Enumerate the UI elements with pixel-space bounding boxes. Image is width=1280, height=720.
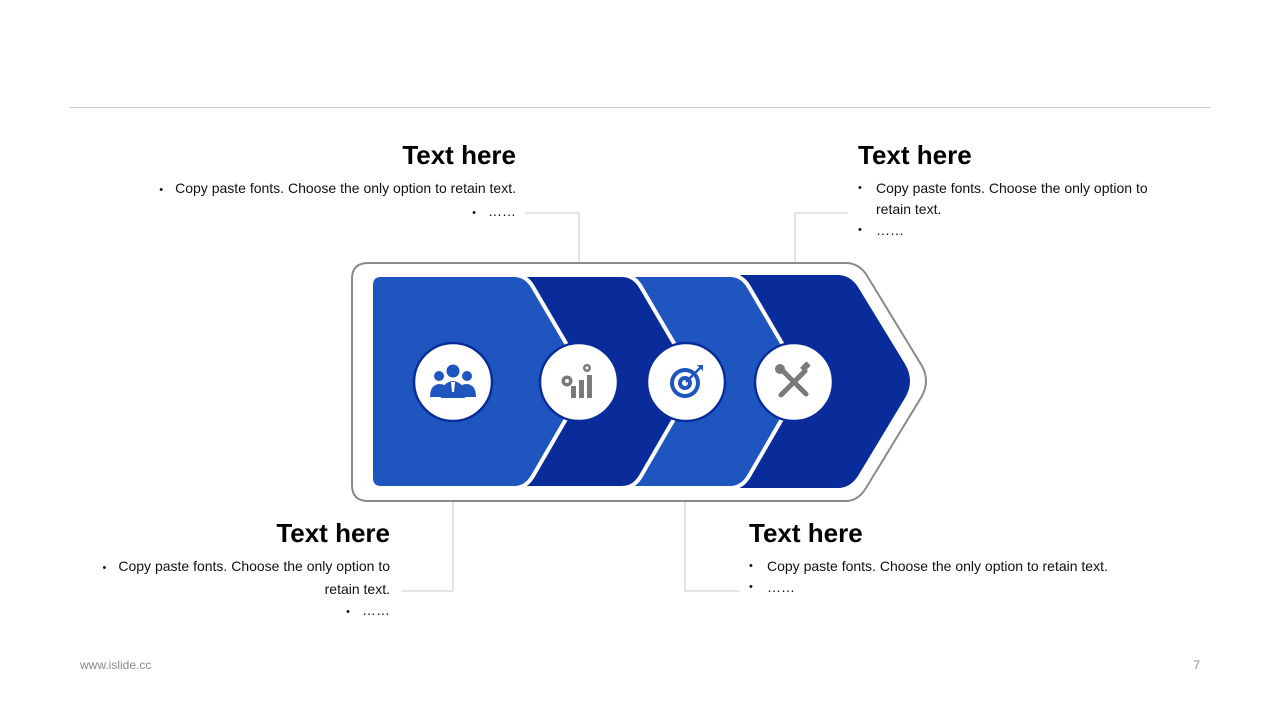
bullet-item: Copy paste fonts. Choose the only option… [858, 178, 1178, 220]
bullet-item: …… [86, 600, 390, 623]
block-title: Text here [858, 140, 972, 170]
text-block-bottom-right: Text here Copy paste fonts. Choose the o… [749, 518, 1149, 598]
page-number: 7 [1193, 658, 1200, 672]
connector-lines [401, 212, 848, 592]
target-icon [670, 365, 703, 398]
tools-icon [775, 361, 811, 398]
step-4-badge [753, 341, 835, 423]
bullet-item: Copy paste fonts. Choose the only option… [749, 556, 1149, 577]
top-divider [70, 107, 1210, 108]
bullet-list: Copy paste fonts. Choose the only option… [140, 178, 516, 224]
people-group-icon [430, 364, 476, 398]
bullet-item: …… [140, 201, 516, 224]
footer-url[interactable]: www.islide.cc [80, 658, 152, 672]
text-block-bottom-left: Text here Copy paste fonts. Choose the o… [86, 518, 390, 623]
bullet-item: Copy paste fonts. Choose the only option… [86, 556, 390, 600]
text-block-top-left: Text here Copy paste fonts. Choose the o… [140, 140, 516, 224]
block-title: Text here [749, 518, 863, 548]
bullet-item: …… [858, 220, 1178, 241]
connector-line-4 [684, 488, 740, 592]
connector-line-2 [794, 212, 848, 276]
block-title: Text here [402, 140, 516, 170]
bullet-list: Copy paste fonts. Choose the only option… [858, 178, 1178, 241]
connector-line-1 [525, 212, 580, 276]
block-title: Text here [276, 518, 390, 548]
step-3-badge [645, 341, 727, 423]
gears-chart-icon [561, 364, 592, 398]
bullet-list: Copy paste fonts. Choose the only option… [749, 556, 1149, 598]
bullet-list: Copy paste fonts. Choose the only option… [86, 556, 390, 623]
step-1-badge [412, 341, 494, 423]
text-block-top-right: Text here Copy paste fonts. Choose the o… [858, 140, 1178, 241]
bullet-item: …… [749, 577, 1149, 598]
step-2-badge [538, 341, 620, 423]
connector-line-3 [401, 488, 454, 592]
bullet-item: Copy paste fonts. Choose the only option… [140, 178, 516, 201]
